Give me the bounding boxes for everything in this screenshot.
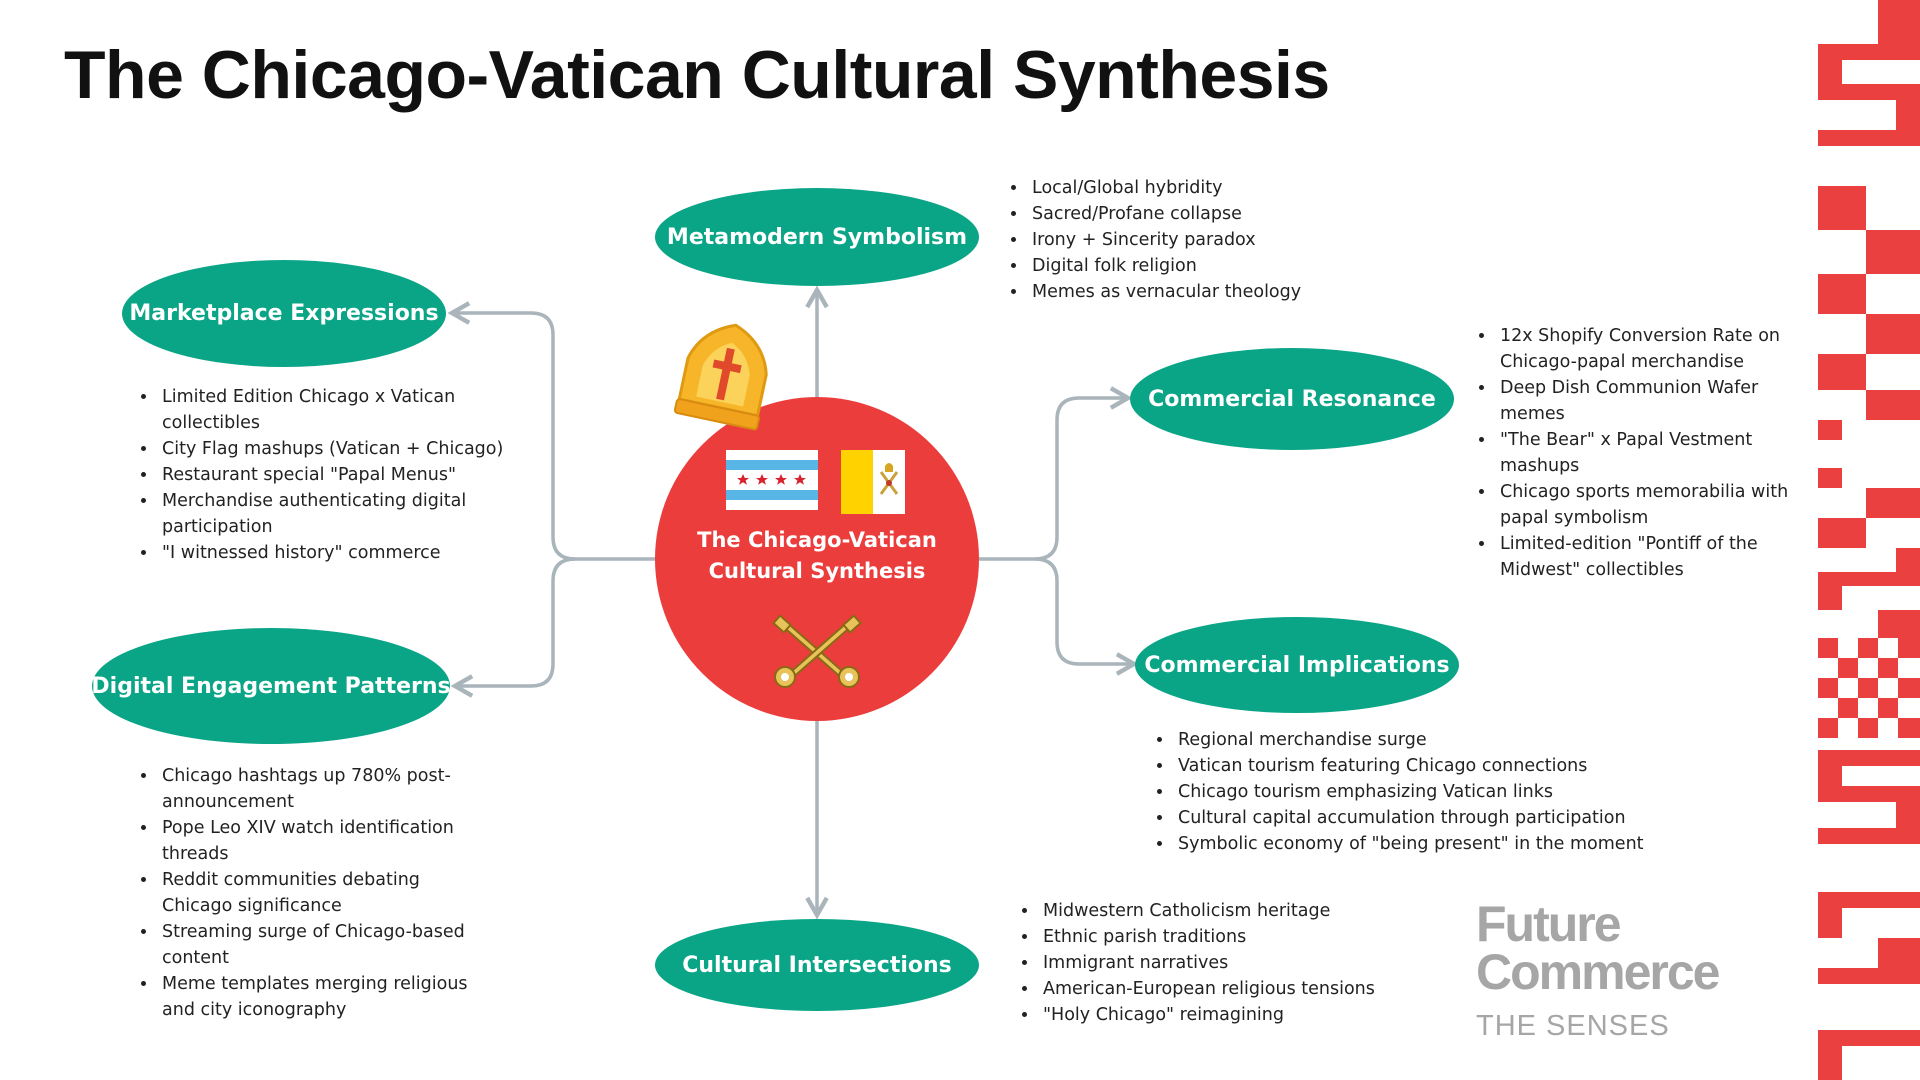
marketplace-bullets: Limited Edition Chicago x Vatican collec… [136, 384, 508, 566]
brand-line-commerce: Commerce [1476, 944, 1720, 1000]
future-commerce-logo: Future Commerce THE SENSES [1476, 896, 1720, 1046]
node-commercial-implications[interactable]: Commercial Implications [1135, 617, 1459, 713]
resonance-bullets: 12x Shopify Conversion Rate on Chicago-p… [1474, 323, 1818, 583]
decorative-pixel-pattern [1818, 0, 1920, 1080]
node-label: Marketplace Expressions [129, 301, 439, 326]
list-item: Chicago tourism emphasizing Vatican link… [1174, 779, 1694, 805]
list-item: Streaming surge of Chicago-based content [158, 919, 483, 971]
list-item: Regional merchandise surge [1174, 727, 1694, 753]
vatican-flag-icon [841, 450, 905, 514]
node-label: Commercial Implications [1144, 652, 1450, 678]
chicago-flag-icon [726, 450, 818, 510]
brand-line-future: Future [1476, 896, 1622, 952]
list-item: Cultural capital accumulation through pa… [1174, 805, 1694, 831]
list-item: Restaurant special "Papal Menus" [158, 462, 508, 488]
node-marketplace-expressions[interactable]: Marketplace Expressions [122, 260, 446, 367]
connector-to-marketplace [447, 301, 576, 561]
list-item: Vatican tourism featuring Chicago connec… [1174, 753, 1694, 779]
connector-to-digital [450, 557, 576, 698]
list-item: Irony + Sincerity paradox [1028, 227, 1358, 253]
page-title: The Chicago-Vatican Cultural Synthesis [64, 37, 1330, 113]
central-topic-label: The Chicago-Vatican Cultural Synthesis [697, 528, 937, 583]
node-label: Cultural Intersections [682, 952, 952, 978]
list-item: 12x Shopify Conversion Rate on Chicago-p… [1496, 323, 1818, 375]
list-item: Chicago hashtags up 780% post-announceme… [158, 763, 483, 815]
list-item: Pope Leo XIV watch identification thread… [158, 815, 483, 867]
list-item: City Flag mashups (Vatican + Chicago) [158, 436, 508, 462]
metamodern-bullets: Local/Global hybridity Sacred/Profane co… [1006, 175, 1358, 305]
list-item: Local/Global hybridity [1028, 175, 1358, 201]
list-item: "Holy Chicago" reimagining [1039, 1002, 1469, 1028]
connector-to-resonance [1034, 386, 1133, 561]
crossed-keys-icon [772, 615, 862, 688]
list-item: Digital folk religion [1028, 253, 1358, 279]
node-digital-engagement-patterns[interactable]: Digital Engagement Patterns [91, 628, 451, 744]
list-item: Chicago sports memorabilia with papal sy… [1496, 479, 1818, 531]
connector-to-implications [1034, 557, 1139, 676]
list-item: Ethnic parish traditions [1039, 924, 1469, 950]
list-item: Deep Dish Communion Wafer memes [1496, 375, 1818, 427]
node-label: Digital Engagement Patterns [91, 673, 451, 699]
list-item: Limited Edition Chicago x Vatican collec… [158, 384, 508, 436]
central-topic-node[interactable]: The Chicago-Vatican Cultural Synthesis [655, 397, 979, 721]
intersections-bullets: Midwestern Catholicism heritage Ethnic p… [1017, 898, 1469, 1028]
list-item: Sacred/Profane collapse [1028, 201, 1358, 227]
list-item: American-European religious tensions [1039, 976, 1469, 1002]
list-item: Immigrant narratives [1039, 950, 1469, 976]
list-item: Reddit communities debating Chicago sign… [158, 867, 483, 919]
node-cultural-intersections[interactable]: Cultural Intersections [655, 919, 979, 1011]
mitre-icon [673, 323, 768, 431]
node-commercial-resonance[interactable]: Commercial Resonance [1130, 348, 1454, 450]
node-metamodern-symbolism[interactable]: Metamodern Symbolism [655, 188, 979, 286]
list-item: Midwestern Catholicism heritage [1039, 898, 1469, 924]
list-item: "I witnessed history" commerce [158, 540, 508, 566]
list-item: Merchandise authenticating digital parti… [158, 488, 508, 540]
digital-bullets: Chicago hashtags up 780% post-announceme… [136, 763, 483, 1023]
list-item: Memes as vernacular theology [1028, 279, 1358, 305]
list-item: "The Bear" x Papal Vestment mashups [1496, 427, 1818, 479]
list-item: Meme templates merging religious and cit… [158, 971, 483, 1023]
implications-bullets: Regional merchandise surge Vatican touri… [1152, 727, 1694, 857]
list-item: Limited-edition "Pontiff of the Midwest"… [1496, 531, 1818, 583]
node-label: Metamodern Symbolism [666, 224, 968, 250]
list-item: Symbolic economy of "being present" in t… [1174, 831, 1694, 857]
node-label: Commercial Resonance [1148, 386, 1436, 412]
brand-line-the-senses: THE SENSES [1476, 1010, 1670, 1042]
